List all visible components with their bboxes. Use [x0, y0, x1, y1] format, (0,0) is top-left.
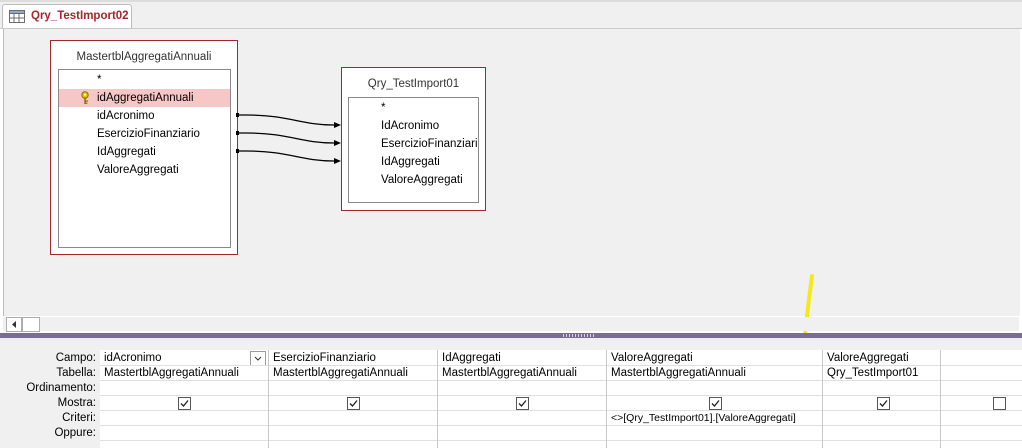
ordinamento-cell[interactable]	[100, 381, 268, 396]
tabella-cell[interactable]: MastertblAggregatiAnnuali	[607, 366, 822, 381]
ordinamento-cell[interactable]	[607, 381, 822, 396]
tab-qry-testimport02[interactable]: Qry_TestImport02	[2, 4, 132, 28]
campo-dropdown-button[interactable]	[250, 351, 266, 365]
field-list-item[interactable]: idAcronimo	[97, 110, 155, 122]
mostra-checkbox[interactable]	[347, 397, 360, 410]
grid-column[interactable]: IdAggregati MastertblAggregatiAnnuali	[438, 350, 607, 448]
row-label-mostra: Mostra:	[57, 397, 96, 409]
tab-label: Qry_TestImport02	[31, 10, 129, 22]
row-label-criteri: Criteri:	[62, 412, 96, 424]
campo-cell[interactable]	[941, 351, 1022, 366]
field-list-item[interactable]: IdAggregati	[97, 146, 156, 158]
checkmark-icon	[711, 400, 720, 407]
field-list-item-selected[interactable]: idAggregatiAnnuali	[59, 89, 230, 107]
scroll-left-arrow-icon	[12, 321, 16, 328]
oppure-cell[interactable]	[823, 426, 940, 441]
checkmark-icon	[879, 400, 888, 407]
document-tab-strip: Qry_TestImport02	[0, 0, 1022, 29]
row-label-campo: Campo:	[55, 352, 96, 364]
tabella-cell[interactable]: MastertblAggregatiAnnuali	[438, 366, 606, 381]
oppure-cell[interactable]	[100, 426, 268, 441]
pane-splitter[interactable]	[0, 333, 1022, 338]
table-box-qry-testimport01[interactable]: Qry_TestImport01 * IdAcronimo EsercizioF…	[341, 67, 486, 211]
campo-cell[interactable]: ValoreAggregati	[823, 351, 940, 366]
mostra-cell	[607, 396, 822, 411]
row-label-ordinamento: Ordinamento:	[26, 382, 96, 394]
criteri-cell[interactable]	[438, 411, 606, 426]
tabella-cell[interactable]	[941, 366, 1022, 381]
mostra-cell	[823, 396, 940, 411]
row-label-oppure: Oppure:	[54, 427, 96, 439]
chevron-down-icon	[254, 356, 262, 361]
mostra-checkbox[interactable]	[709, 397, 722, 410]
ordinamento-cell[interactable]	[941, 381, 1022, 396]
query-design-grid: Campo: Tabella: Ordinamento: Mostra: Cri…	[0, 338, 1022, 448]
table-title[interactable]: MastertblAggregatiAnnuali	[76, 51, 212, 63]
field-list-item[interactable]: *	[97, 74, 102, 86]
mostra-cell	[269, 396, 437, 411]
campo-cell[interactable]: ValoreAggregati	[607, 351, 822, 366]
oppure-cell[interactable]	[941, 426, 1022, 441]
ordinamento-cell[interactable]	[438, 381, 606, 396]
criteri-cell[interactable]	[823, 411, 940, 426]
mostra-checkbox[interactable]	[178, 397, 191, 410]
checkmark-icon	[349, 400, 358, 407]
criteri-cell[interactable]: <>[Qry_TestImport01].[ValoreAggregati]	[607, 411, 822, 426]
criteri-cell[interactable]	[100, 411, 268, 426]
oppure-cell[interactable]	[438, 426, 606, 441]
checkmark-icon	[518, 400, 527, 407]
campo-cell[interactable]: idAcronimo	[100, 351, 268, 366]
primary-key-icon	[80, 91, 90, 105]
field-list-item[interactable]: EsercizioFinanziario	[97, 128, 200, 140]
field-list[interactable]: * idAggregatiAnnuali idAcronimo Esercizi…	[58, 69, 231, 248]
checkmark-icon	[180, 400, 189, 407]
table-title[interactable]: Qry_TestImport01	[367, 78, 460, 90]
mostra-cell	[100, 396, 268, 411]
ordinamento-cell[interactable]	[269, 381, 437, 396]
mostra-checkbox[interactable]	[516, 397, 529, 410]
row-label-tabella: Tabella:	[56, 367, 96, 379]
grid-column[interactable]: ValoreAggregati MastertblAggregatiAnnual…	[607, 350, 823, 448]
field-list-item[interactable]: EsercizioFinanziario	[381, 138, 479, 150]
criteri-cell[interactable]	[269, 411, 437, 426]
splitter-grip[interactable]	[563, 334, 595, 337]
grid-column-empty[interactable]	[941, 350, 1022, 448]
field-list-item[interactable]: ValoreAggregati	[381, 174, 463, 186]
field-list[interactable]: * IdAcronimo EsercizioFinanziario IdAggr…	[348, 97, 479, 203]
field-label: idAggregatiAnnuali	[97, 92, 194, 104]
campo-value: idAcronimo	[104, 352, 162, 364]
query-icon	[9, 10, 25, 23]
mostra-checkbox[interactable]	[877, 397, 890, 410]
field-list-item[interactable]: IdAcronimo	[381, 120, 440, 132]
field-list-item[interactable]: ValoreAggregati	[97, 164, 179, 176]
mostra-cell	[941, 396, 1022, 411]
oppure-cell[interactable]	[607, 426, 822, 441]
campo-cell[interactable]: IdAggregati	[438, 351, 606, 366]
criteri-cell[interactable]	[941, 411, 1022, 426]
top-border	[0, 0, 1022, 2]
grid-column[interactable]: EsercizioFinanziario MastertblAggregatiA…	[269, 350, 438, 448]
horizontal-scrollbar[interactable]	[3, 317, 1019, 332]
tabella-cell[interactable]: MastertblAggregatiAnnuali	[100, 366, 268, 381]
grid-column[interactable]: ValoreAggregati Qry_TestImport01	[823, 350, 941, 448]
ordinamento-cell[interactable]	[823, 381, 940, 396]
field-list-item[interactable]: IdAggregati	[381, 156, 440, 168]
table-box-mastertblaggregatiannuali[interactable]: MastertblAggregatiAnnuali * idAggregatiA…	[50, 40, 238, 255]
mostra-checkbox-unchecked[interactable]	[993, 397, 1006, 410]
mostra-cell	[438, 396, 606, 411]
grid-column[interactable]: idAcronimo MastertblAggregatiAnnuali	[100, 350, 269, 448]
scroll-thumb[interactable]	[22, 317, 40, 332]
campo-cell[interactable]: EsercizioFinanziario	[269, 351, 437, 366]
tabella-cell[interactable]: Qry_TestImport01	[823, 366, 940, 381]
oppure-cell[interactable]	[269, 426, 437, 441]
scroll-left-button[interactable]	[6, 317, 22, 332]
tabella-cell[interactable]: MastertblAggregatiAnnuali	[269, 366, 437, 381]
field-list-item[interactable]: *	[381, 102, 386, 114]
